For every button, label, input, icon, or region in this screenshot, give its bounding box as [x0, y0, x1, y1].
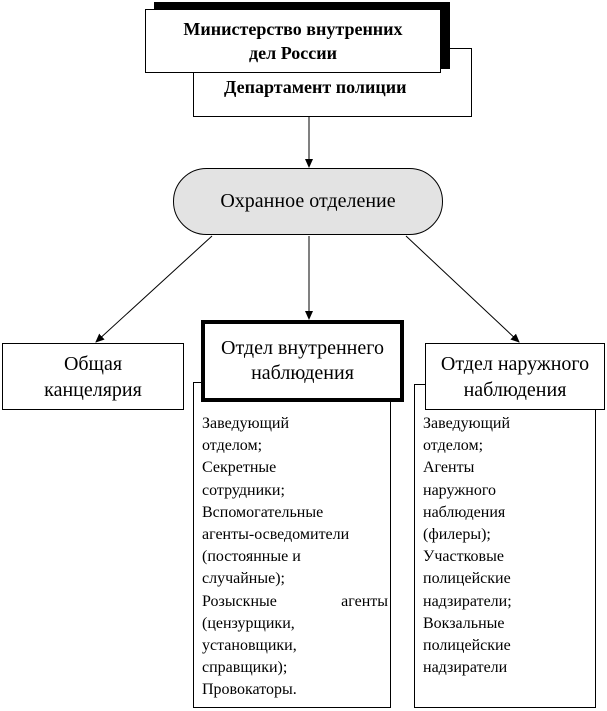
- security-department-box: Охранное отделение: [173, 168, 443, 235]
- internal-search-agents-word: агенты: [341, 592, 388, 610]
- department-label: Департамент полиции: [224, 77, 407, 97]
- ministry-box: Министерство внутренних дел России: [145, 9, 441, 73]
- internal-search-agents-row: Розыскные агенты: [202, 591, 388, 613]
- chancellery-line-2: канцелярия: [44, 378, 142, 401]
- ministry-line-2: дел России: [249, 43, 337, 63]
- external-staff-list: Заведующий отделом; Агенты наружного наб…: [423, 415, 512, 677]
- arrow-security-to-external: [405, 235, 520, 343]
- external-surveillance-box: Отдел наружного наблюдения: [425, 343, 605, 410]
- internal-surveillance-line-1: Отдел внутреннего: [221, 337, 384, 359]
- arrow-security-to-chancellery: [95, 235, 213, 343]
- external-staff-panel: Заведующий отделом; Агенты наружного наб…: [414, 384, 596, 708]
- internal-surveillance-box: Отдел внутреннего наблюдения: [201, 320, 404, 402]
- internal-search-agents-label: Розыскные: [202, 592, 277, 610]
- security-department-label: Охранное отделение: [220, 190, 396, 212]
- chancellery-line-1: Общая: [63, 352, 123, 375]
- external-surveillance-line-2: наблюдения: [463, 378, 567, 401]
- ministry-line-1: Министерство внутренних: [183, 19, 403, 39]
- internal-staff-list-tail: (цензурщики, установщики, справщики); Пр…: [202, 614, 297, 699]
- internal-surveillance-line-2: наблюдения: [251, 362, 354, 384]
- internal-staff-panel: Заведующий отделом; Секретные сотрудники…: [193, 382, 391, 708]
- internal-staff-list: Заведующий отделом; Секретные сотрудники…: [202, 415, 350, 588]
- chancellery-box: Общая канцелярия: [2, 343, 184, 410]
- external-surveillance-line-1: Отдел наружного: [440, 352, 590, 375]
